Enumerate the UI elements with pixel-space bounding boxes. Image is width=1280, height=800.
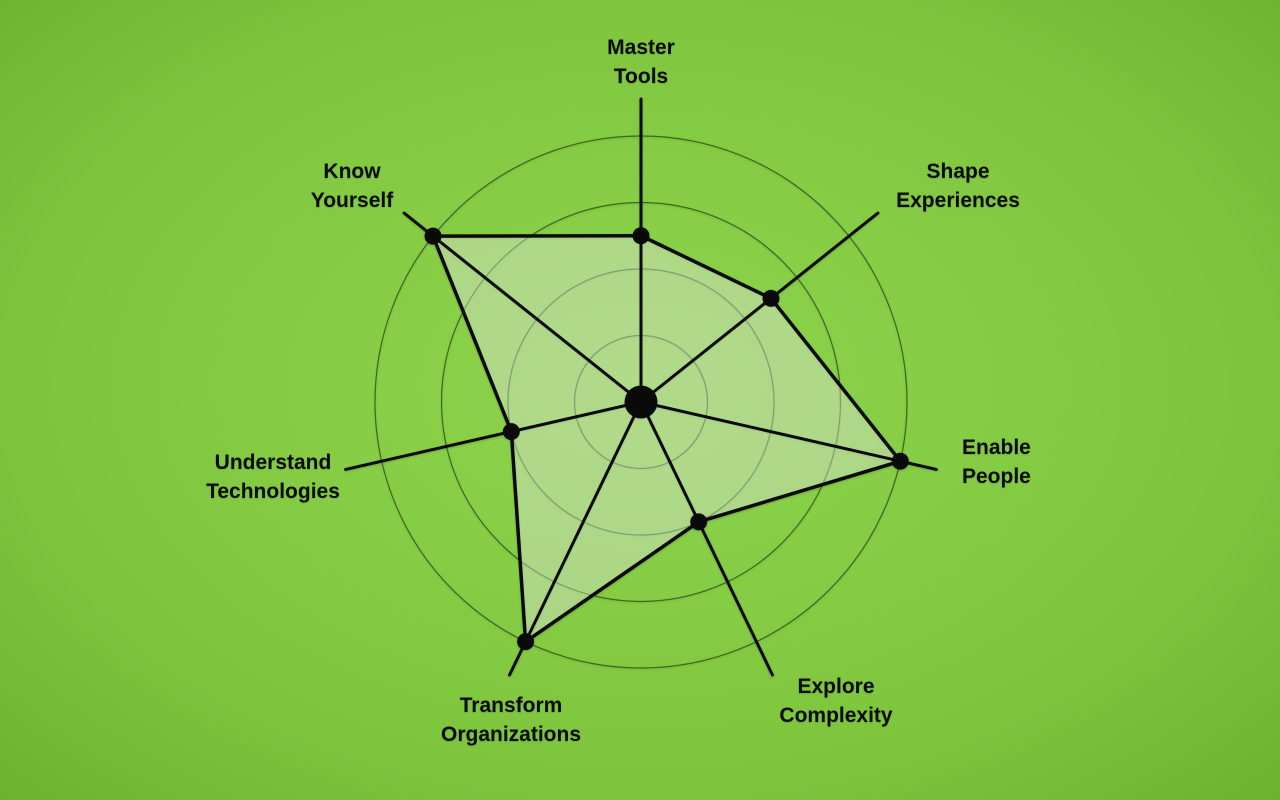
axis-label-master-tools: Master Tools [607,33,675,91]
axis-label-line: Master [607,36,675,59]
axis-label-understand-technologies: Understand Technologies [206,448,340,506]
axis-label-transform-organizations: Transform Organizations [441,691,581,749]
axis-line-4 [508,400,643,677]
data-point-2 [891,452,909,470]
axis-label-line: Understand [214,451,332,474]
axis-line-3 [639,400,774,677]
axis-label-line: Technologies [206,480,340,503]
data-point-4 [517,633,535,651]
axis-label-line: Yourself [310,189,394,212]
data-point-3 [690,513,708,531]
axis-line-1 [639,211,880,404]
axis-label-line: Transform [459,694,563,717]
axis-label-line: Enable [962,436,1031,459]
axis-label-shape-experiences: Shape Experiences [896,157,1020,215]
axis-label-line: Know [323,160,381,183]
axis-line-2 [639,400,938,471]
axis-label-line: Tools [613,65,669,88]
axis-line-5 [344,400,643,471]
axis-label-explore-complexity: Explore Complexity [779,672,892,730]
axis-label-know-yourself: Know Yourself [311,157,393,215]
axis-label-enable-people: Enable People [962,433,1031,491]
axis-label-line: Explore [797,675,875,698]
axis-label-line: Experiences [896,189,1020,212]
axis-label-line: People [962,465,1031,488]
data-point-6 [424,227,442,245]
data-polygon-fill [433,235,901,642]
data-point-1 [762,289,780,307]
axis-label-line: Organizations [440,723,582,746]
center-dot [624,385,658,419]
data-point-5 [502,423,520,441]
axis-label-line: Shape [926,160,990,183]
axis-label-line: Complexity [779,704,893,727]
data-polygon-outline [431,234,903,644]
data-point-0 [632,227,650,245]
axis-line-6 [402,211,643,404]
